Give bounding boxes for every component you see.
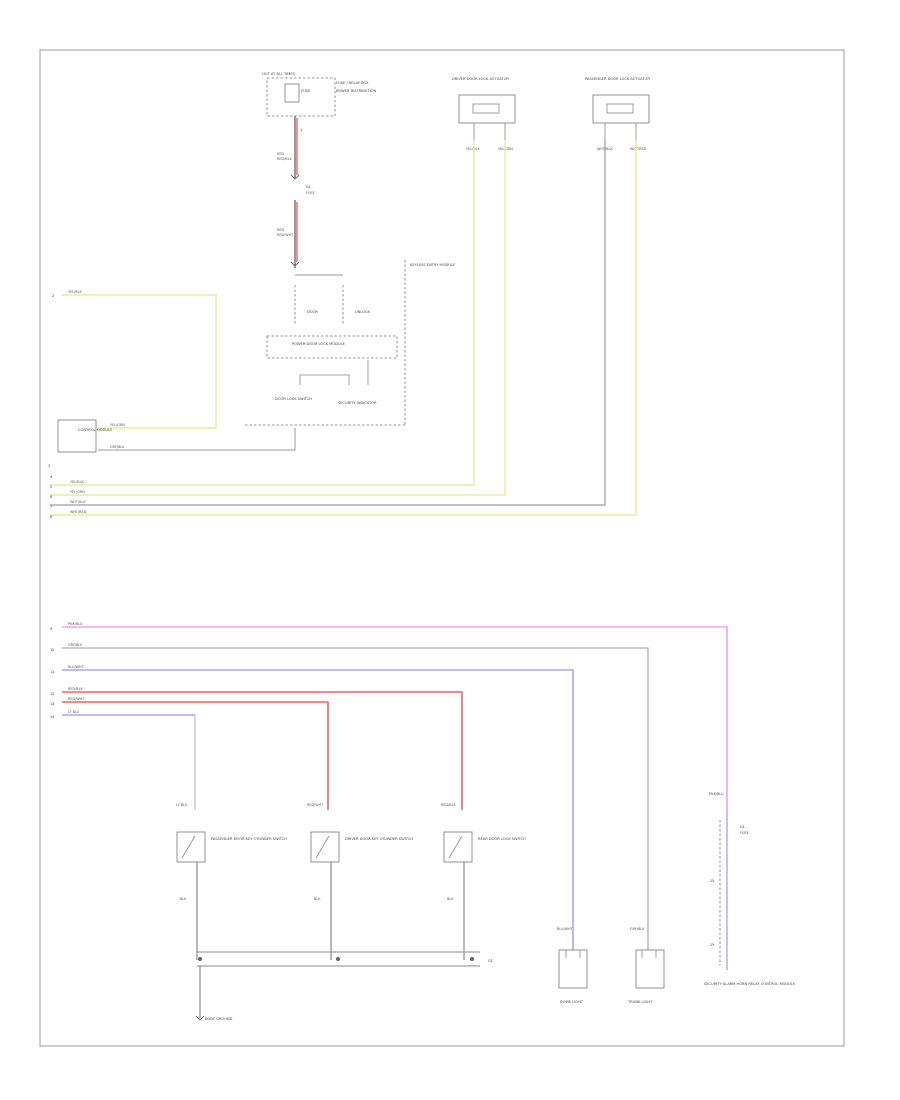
svg-text:RED/WHT: RED/WHT xyxy=(307,803,324,807)
keyless-entry-enclosure: KEYLESS ENTRY MODULE xyxy=(245,260,456,426)
svg-text:10: 10 xyxy=(50,648,54,652)
power-door-lock-module: DOOR UNLOCK POWER DOOR LOCK MODULE DOOR … xyxy=(266,274,398,405)
svg-text:WHT/RED: WHT/RED xyxy=(630,147,647,151)
svg-text:PASSENGER DOOR KEY CYLINDER SW: PASSENGER DOOR KEY CYLINDER SWITCH xyxy=(211,837,287,841)
svg-text:WHT/BLK: WHT/BLK xyxy=(70,500,86,504)
svg-text:PNK/BLU: PNK/BLU xyxy=(709,792,724,796)
svg-text:FUSE: FUSE xyxy=(740,831,749,835)
svg-text:BODY GROUND: BODY GROUND xyxy=(205,1017,233,1021)
passenger-door-actuator: PASSENGER DOOR LOCK ACTUATOR WHT/BLK WHT… xyxy=(585,77,650,151)
svg-text:REAR DOOR LOCK SWITCH: REAR DOOR LOCK SWITCH xyxy=(478,837,526,841)
svg-text:G1: G1 xyxy=(740,825,745,829)
svg-text:15: 15 xyxy=(710,879,714,883)
svg-text:WHT/RED: WHT/RED xyxy=(70,510,87,514)
svg-text:POWER DISTRIBUTION: POWER DISTRIBUTION xyxy=(336,89,376,93)
svg-text:15: 15 xyxy=(710,943,714,947)
svg-text:7: 7 xyxy=(50,505,52,509)
svg-text:3: 3 xyxy=(48,464,50,468)
svg-text:BLU/WHT: BLU/WHT xyxy=(557,927,574,931)
svg-text:KEYLESS ENTRY MODULE: KEYLESS ENTRY MODULE xyxy=(410,263,456,267)
svg-text:9: 9 xyxy=(50,627,52,631)
svg-text:BLK: BLK xyxy=(447,897,454,901)
svg-text:RED: RED xyxy=(277,152,284,156)
svg-text:LT BLU: LT BLU xyxy=(68,710,80,714)
svg-text:RED/BLK: RED/BLK xyxy=(277,157,292,161)
svg-text:DOOR: DOOR xyxy=(307,310,318,314)
svg-text:RED/BLK: RED/BLK xyxy=(441,803,456,807)
actuator-harness: YEL/BLK YEL/GRN WHT/BLK WHT/RED xyxy=(50,140,637,516)
switch-driver: RED/WHT DRIVER DOOR KEY CYLINDER SWITCH … xyxy=(307,803,413,960)
diagram-border xyxy=(39,49,845,1047)
svg-text:TRUNK LIGHT: TRUNK LIGHT xyxy=(627,1000,653,1004)
svg-text:BLK: BLK xyxy=(314,897,321,901)
driver-door-actuator: DRIVER DOOR LOCK ACTUATOR YEL/BLK YEL/GR… xyxy=(452,77,516,151)
svg-text:14: 14 xyxy=(50,715,54,719)
svg-text:G1: G1 xyxy=(306,185,311,189)
svg-text:SECURITY ALARM HORN RELAY CONT: SECURITY ALARM HORN RELAY CONTROL MODULE xyxy=(704,982,796,986)
lower-harness: PNK/BLU 9 GRY/BLK 10 BLU/WHT 11 RED/BLK … xyxy=(50,622,728,950)
svg-text:FUSE: FUSE xyxy=(306,191,315,195)
svg-text:PNK/BLU: PNK/BLU xyxy=(68,622,83,626)
svg-text:LT BLU: LT BLU xyxy=(176,803,188,807)
svg-text:BLK: BLK xyxy=(180,897,187,901)
svg-text:PASSENGER DOOR LOCK ACTUATOR: PASSENGER DOOR LOCK ACTUATOR xyxy=(585,77,650,81)
svg-text:CONTROL MODULE: CONTROL MODULE xyxy=(78,428,113,432)
svg-text:YEL/BLK: YEL/BLK xyxy=(68,290,82,294)
svg-text:GRY/BLK: GRY/BLK xyxy=(630,927,645,931)
switch-passenger: LT BLU PASSENGER DOOR KEY CYLINDER SWITC… xyxy=(176,803,287,960)
svg-text:12: 12 xyxy=(50,692,54,696)
svg-text:G1: G1 xyxy=(488,959,493,963)
svg-text:BLU/WHT: BLU/WHT xyxy=(68,665,85,669)
svg-text:GRY/BLK: GRY/BLK xyxy=(110,445,125,449)
svg-text:SECURITY INDICATOR: SECURITY INDICATOR xyxy=(338,401,377,405)
svg-text:DOME LIGHT: DOME LIGHT xyxy=(560,1000,584,1004)
svg-text:RED/WHT: RED/WHT xyxy=(277,233,294,237)
power-feed-wire: 1 RED RED/BLK G1 FUSE RED RED/WHT xyxy=(277,116,315,268)
svg-text:YEL/GRN: YEL/GRN xyxy=(110,423,125,427)
svg-text:RED/BLK: RED/BLK xyxy=(68,687,83,691)
svg-text:FUSE: FUSE xyxy=(301,89,311,93)
svg-text:DRIVER DOOR LOCK ACTUATOR: DRIVER DOOR LOCK ACTUATOR xyxy=(452,77,509,81)
svg-text:8: 8 xyxy=(50,515,52,519)
svg-text:DRIVER DOOR KEY CYLINDER SWITC: DRIVER DOOR KEY CYLINDER SWITCH xyxy=(345,837,413,841)
svg-text:DOOR LOCK SWITCH: DOOR LOCK SWITCH xyxy=(275,397,312,401)
svg-text:HOT AT ALL TIMES: HOT AT ALL TIMES xyxy=(262,72,296,76)
svg-text:RED/WHT: RED/WHT xyxy=(68,697,85,701)
right-module: PNK/BLU G1 FUSE 15 15 SECURITY ALARM HOR… xyxy=(704,792,796,986)
svg-text:2: 2 xyxy=(52,294,54,298)
svg-text:POWER DOOR LOCK MODULE: POWER DOOR LOCK MODULE xyxy=(292,342,346,346)
svg-text:UNLOCK: UNLOCK xyxy=(355,310,371,314)
switch-rear: RED/BLK REAR DOOR LOCK SWITCH BLK xyxy=(441,803,526,960)
lamp-right: GRY/BLK TRUNK LIGHT xyxy=(627,927,665,1004)
svg-text:YEL/GRN: YEL/GRN xyxy=(70,490,85,494)
left-module: 2 YEL/BLK CONTROL MODULE YEL/GRN GRY/BLK… xyxy=(48,290,296,519)
svg-text:GRY/BLK: GRY/BLK xyxy=(68,643,83,647)
svg-text:6: 6 xyxy=(50,495,52,499)
svg-text:11: 11 xyxy=(50,670,54,674)
svg-text:5: 5 xyxy=(50,485,52,489)
fuse-box: HOT AT ALL TIMES FUSE FUSE / RELAY BOX P… xyxy=(262,72,376,117)
svg-text:YEL/BLK: YEL/BLK xyxy=(70,480,84,484)
svg-text:1: 1 xyxy=(300,128,302,132)
ground-bus: G1 BODY GROUND xyxy=(195,951,493,1021)
svg-text:RED: RED xyxy=(277,228,284,232)
lamp-left: BLU/WHT DOME LIGHT xyxy=(557,927,588,1004)
svg-text:FUSE / RELAY BOX: FUSE / RELAY BOX xyxy=(336,81,369,85)
svg-text:13: 13 xyxy=(50,702,54,706)
svg-text:4: 4 xyxy=(50,475,52,479)
